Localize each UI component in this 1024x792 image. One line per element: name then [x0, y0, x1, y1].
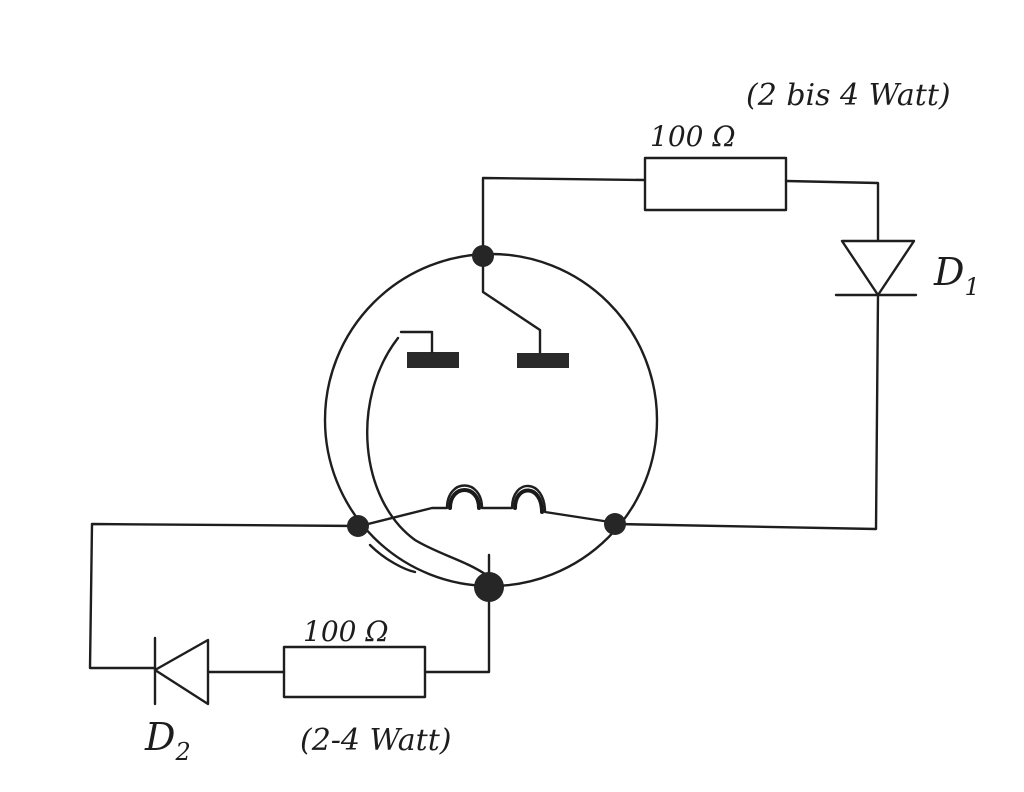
r2-rating-label: (2-4 Watt) [300, 723, 451, 758]
plate-right [517, 353, 569, 368]
resistor-r2 [282, 645, 427, 699]
tube-envelope [323, 252, 659, 588]
diode-d1 [834, 239, 918, 297]
wire-r2-bottom [423, 586, 491, 674]
wire-left [88, 522, 360, 670]
resistor-r1 [643, 156, 788, 212]
node-right [604, 513, 626, 535]
r1-value-label: 100 Ω [650, 120, 736, 153]
node-left [347, 515, 369, 537]
d2-label: D2 [144, 715, 191, 766]
r2-value-label: 100 Ω [303, 615, 389, 648]
r1-rating-label: (2 bis 4 Watt) [746, 78, 951, 113]
plate-left [407, 352, 459, 368]
d1-name: D [933, 250, 964, 294]
d2-subscript: 2 [174, 738, 190, 766]
d1-label: D1 [933, 250, 980, 301]
tube-internals [358, 256, 612, 582]
wire-top [481, 176, 647, 257]
wire-r1-d1 [784, 179, 880, 242]
node-bottom [474, 572, 504, 602]
d2-name: D [144, 715, 175, 759]
diode-d2 [153, 636, 210, 706]
d1-subscript: 1 [964, 273, 979, 301]
wire-d1-right [614, 293, 880, 531]
node-top [472, 245, 494, 267]
